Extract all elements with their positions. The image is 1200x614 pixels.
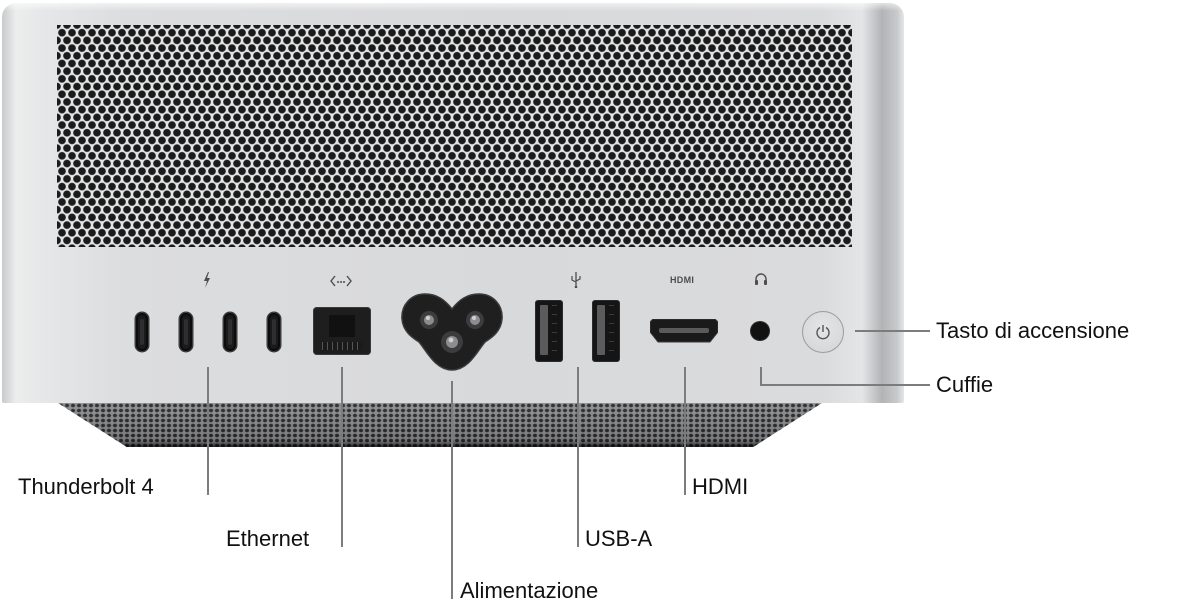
usb-a-port-2[interactable] (593, 301, 619, 361)
leader-line-hdmi (684, 367, 686, 495)
ethernet-icon (330, 274, 352, 292)
thunderbolt-port-1[interactable] (136, 313, 148, 351)
leader-line-usb-a (577, 367, 579, 547)
leader-line-power-input (451, 381, 453, 599)
power-input-port[interactable] (401, 292, 503, 372)
leader-line-ethernet (341, 367, 343, 547)
headphone-jack[interactable] (751, 322, 769, 340)
hdmi-icon: HDMI (670, 275, 695, 285)
thunderbolt-port-3[interactable] (224, 313, 236, 351)
ventilation-grille (57, 25, 852, 247)
power-icon (816, 325, 830, 340)
usb-icon (570, 272, 582, 293)
label-ethernet: Ethernet (226, 526, 310, 551)
usb-a-port-1[interactable] (536, 301, 562, 361)
leader-line-headphones-h (760, 384, 930, 386)
label-power-button: Tasto di accensione (936, 318, 1130, 343)
leader-line-headphones-v (760, 367, 762, 385)
thunderbolt-port-2[interactable] (180, 313, 192, 351)
thunderbolt-port-4[interactable] (268, 313, 280, 351)
label-usb-a: USB-A (585, 526, 653, 551)
leader-line-power-button (855, 330, 930, 332)
mac-studio-chassis (2, 3, 904, 403)
label-headphones: Cuffie (936, 372, 994, 397)
thunderbolt-icon (203, 272, 211, 293)
ethernet-port[interactable] (313, 307, 371, 355)
power-button[interactable] (802, 311, 844, 353)
hdmi-port[interactable] (649, 318, 719, 343)
ethernet-port-notch (329, 315, 355, 337)
ethernet-port-pins (322, 342, 362, 350)
vented-base (58, 403, 822, 447)
leader-line-thunderbolt (207, 367, 209, 495)
label-hdmi: HDMI (692, 474, 749, 499)
label-thunderbolt: Thunderbolt 4 (18, 474, 154, 499)
label-power-input: Alimentazione (460, 578, 599, 603)
headphones-icon (754, 272, 768, 291)
